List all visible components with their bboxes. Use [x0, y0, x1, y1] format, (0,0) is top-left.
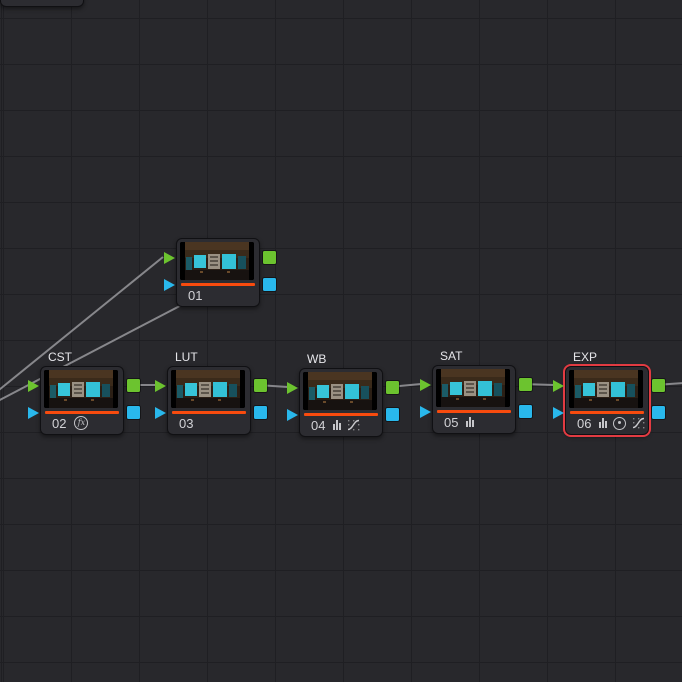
node-active-bar — [172, 411, 246, 414]
curves-icon — [347, 419, 360, 431]
node-03[interactable]: LUT 03 — [155, 350, 267, 435]
bars-adjustment-icon — [333, 420, 342, 430]
key-input-port[interactable] — [287, 409, 298, 421]
node-number: 05 — [444, 414, 459, 430]
rgb-input-port[interactable] — [553, 380, 564, 392]
node-active-bar — [437, 410, 511, 413]
node-title: WB — [307, 352, 327, 366]
node-title: LUT — [175, 350, 198, 364]
node-active-bar — [181, 283, 255, 286]
wire-source-to-01-key — [0, 296, 198, 401]
rgb-input-port[interactable] — [287, 382, 298, 394]
rgb-output-port[interactable] — [652, 379, 665, 392]
rgb-input-port[interactable] — [28, 380, 39, 392]
node-01[interactable]: 01 — [164, 238, 276, 307]
node-title: SAT — [440, 349, 463, 363]
wire-source-to-01-rgb — [0, 256, 164, 391]
rgb-input-port[interactable] — [164, 252, 175, 264]
node-active-bar — [45, 411, 119, 414]
node-badges — [333, 419, 360, 431]
rgb-input-port[interactable] — [420, 379, 431, 391]
node-number: 04 — [311, 417, 326, 433]
node-title: EXP — [573, 350, 598, 364]
node-badges: fx — [74, 416, 89, 430]
node-title: CST — [48, 350, 72, 364]
key-output-port[interactable] — [254, 406, 267, 419]
bars-adjustment-icon — [599, 418, 608, 428]
node-thumbnail — [44, 370, 118, 408]
node-thumbnail — [180, 242, 254, 280]
key-input-port[interactable] — [164, 279, 175, 291]
key-input-port[interactable] — [553, 407, 564, 419]
node-number: 03 — [179, 415, 194, 431]
rgb-input-port[interactable] — [155, 380, 166, 392]
node-thumbnail — [171, 370, 245, 408]
key-input-port[interactable] — [28, 407, 39, 419]
rgb-output-port[interactable] — [254, 379, 267, 392]
node-02[interactable]: CST 02 fx — [28, 350, 140, 435]
color-wheel-icon — [613, 416, 627, 430]
key-output-port[interactable] — [386, 408, 399, 421]
bars-adjustment-icon — [466, 417, 475, 427]
node-thumbnail — [303, 372, 377, 410]
key-input-port[interactable] — [155, 407, 166, 419]
node-thumbnail — [569, 370, 643, 408]
key-output-port[interactable] — [263, 278, 276, 291]
node-number: 02 — [52, 415, 67, 431]
key-output-port[interactable] — [652, 406, 665, 419]
rgb-output-port[interactable] — [263, 251, 276, 264]
curves-icon — [632, 417, 645, 429]
node-active-bar — [304, 413, 378, 416]
node-number: 06 — [577, 415, 592, 431]
node-06[interactable]: EXP 06 — [553, 350, 665, 435]
key-input-port[interactable] — [420, 406, 431, 418]
node-thumbnail — [436, 369, 510, 407]
node-active-bar — [570, 411, 644, 414]
node-04[interactable]: WB 04 — [287, 352, 399, 437]
node-badges — [466, 417, 475, 427]
node-05[interactable]: SAT 05 — [420, 349, 532, 434]
node-offscreen[interactable] — [0, 0, 84, 7]
rgb-output-port[interactable] — [386, 381, 399, 394]
fx-plugin-icon: fx — [74, 416, 89, 430]
rgb-output-port[interactable] — [127, 379, 140, 392]
key-output-port[interactable] — [519, 405, 532, 418]
node-number: 01 — [188, 287, 203, 303]
key-output-port[interactable] — [127, 406, 140, 419]
rgb-output-port[interactable] — [519, 378, 532, 391]
node-badges — [599, 416, 645, 430]
